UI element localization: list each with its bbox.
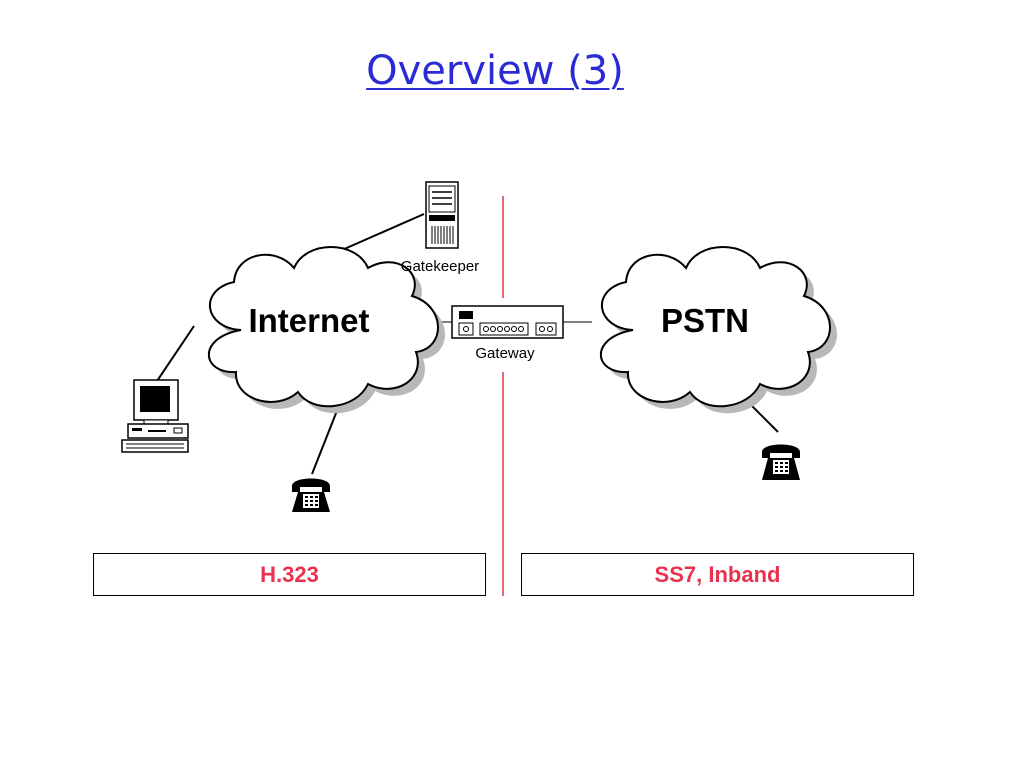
gateway: Gateway: [451, 305, 564, 362]
gateway-label: Gateway: [475, 345, 535, 362]
protocol-box-internet: H.323: [93, 553, 486, 596]
pstn-label: PSTN: [661, 302, 749, 339]
telephone-icon: [762, 444, 800, 480]
connection-lines: [154, 213, 779, 475]
internet-label: Internet: [248, 302, 369, 339]
protocol-box-pstn: SS7, Inband: [521, 553, 914, 596]
desktop-computer-icon: [121, 379, 189, 453]
gateway-device-icon: [451, 305, 564, 339]
pstn-cloud: PSTN: [599, 246, 838, 414]
protocol-label-pstn: SS7, Inband: [654, 561, 781, 587]
server-tower-icon: [425, 181, 459, 249]
gatekeeper: Gatekeeper: [401, 181, 479, 275]
protocol-label-internet: H.323: [260, 561, 319, 587]
gatekeeper-label: Gatekeeper: [401, 258, 479, 275]
slide-title: Overview (3): [366, 48, 624, 94]
telephone-icon: [292, 478, 330, 512]
internet-cloud: Internet: [207, 246, 446, 414]
link-computer: [154, 325, 195, 385]
link-gatekeeper: [341, 213, 425, 251]
